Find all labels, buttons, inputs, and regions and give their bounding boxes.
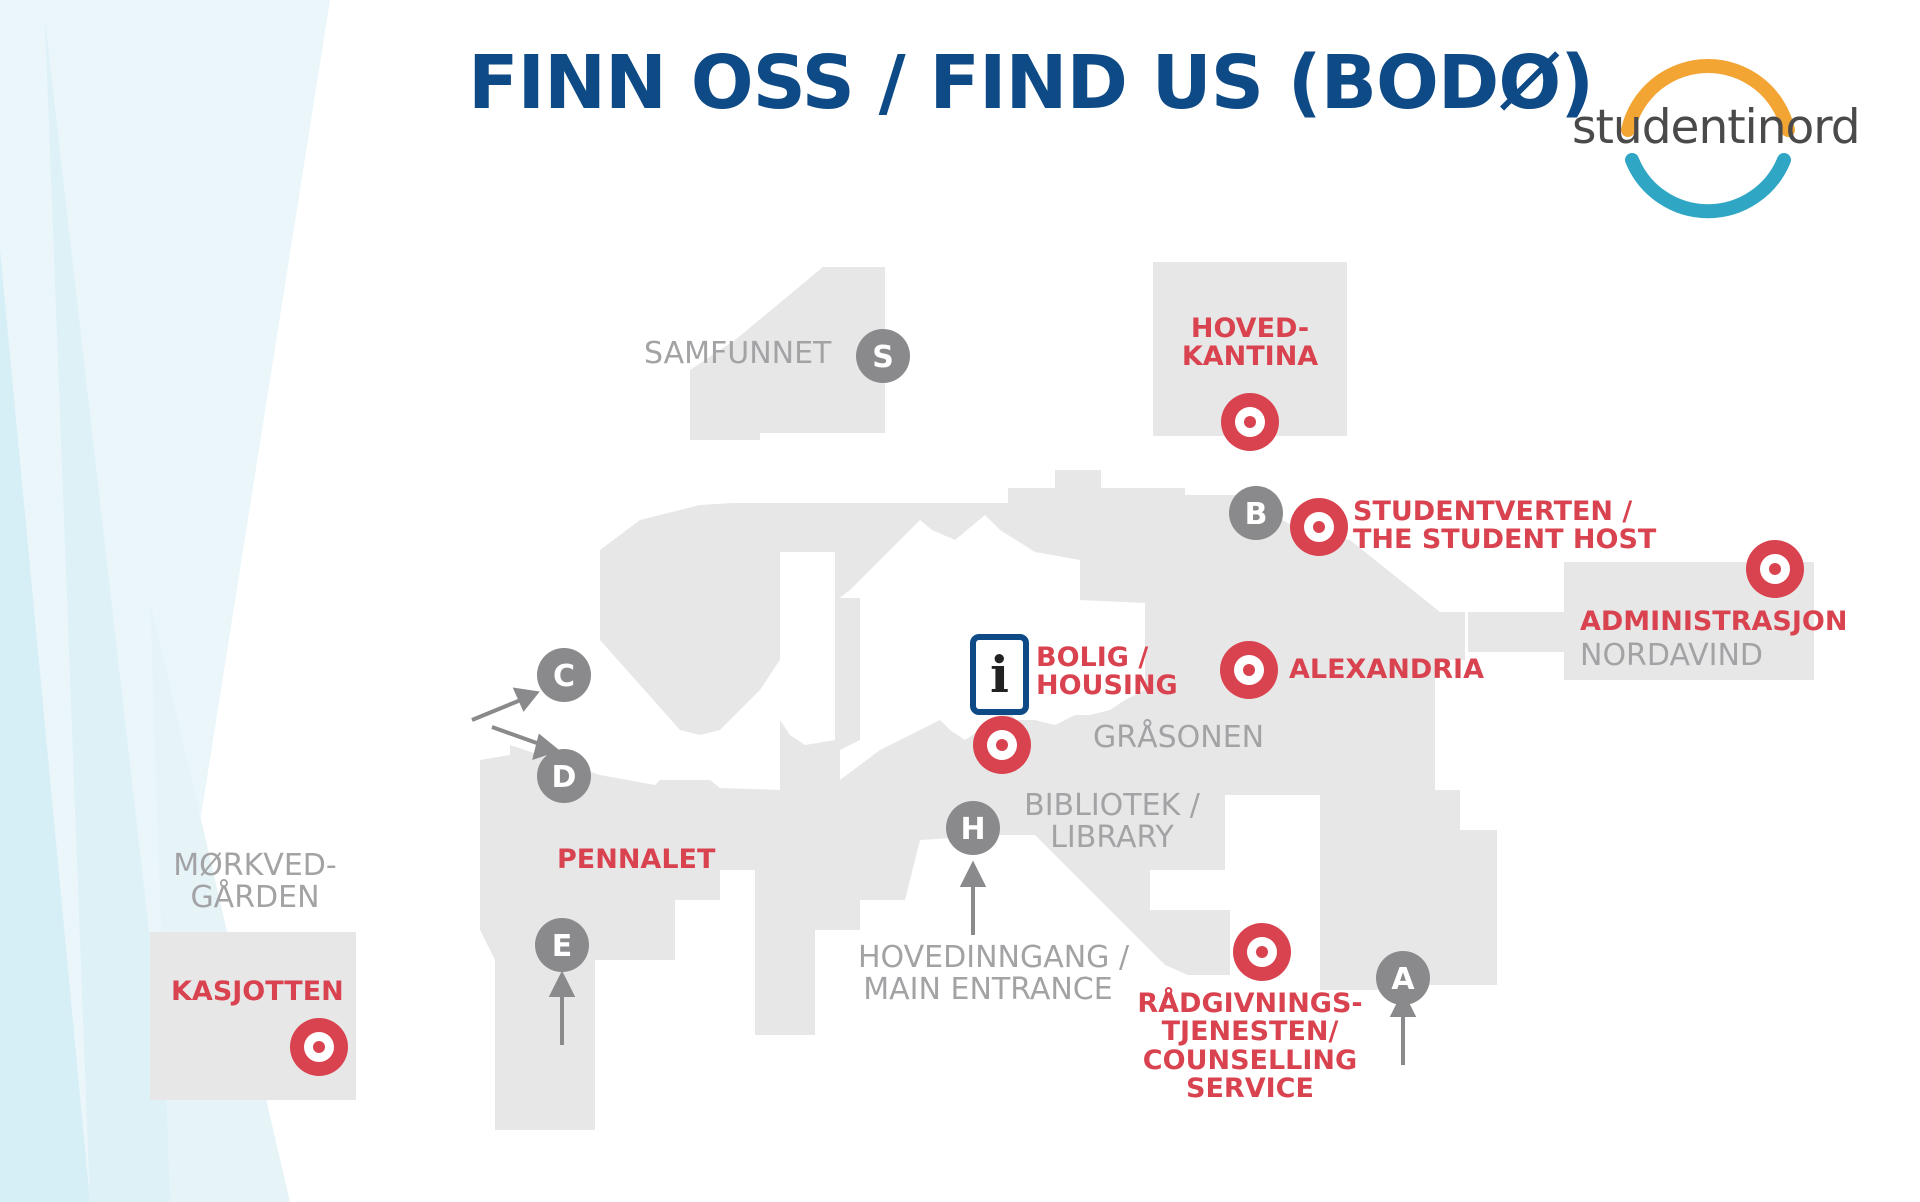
marker-letter: H bbox=[960, 812, 985, 847]
label-nordavind: NORDAVIND bbox=[1580, 638, 1763, 673]
marker-e bbox=[535, 918, 589, 972]
marker-letter: D bbox=[552, 760, 577, 795]
logo-text: studentinord bbox=[1572, 100, 1861, 155]
entrance-arrows bbox=[471, 687, 1417, 1065]
marker-letter: B bbox=[1245, 497, 1268, 532]
studentinord-logo bbox=[1621, 59, 1795, 219]
label-alexandria: ALEXANDRIA bbox=[1289, 654, 1484, 685]
marker-letter: A bbox=[1391, 962, 1415, 997]
svg-text:i: i bbox=[990, 645, 1009, 704]
label-grasonen: GRÅSONEN bbox=[1093, 720, 1265, 755]
label-radgivning: RÅDGIVNINGS- TJENESTEN/ COUNSELLING SERV… bbox=[1137, 988, 1363, 1105]
label-kasjotten: KASJOTTEN bbox=[171, 976, 344, 1007]
campus-buildings bbox=[150, 262, 1814, 1130]
marker-c bbox=[537, 648, 591, 702]
target-pin-icon bbox=[1746, 540, 1804, 598]
label-studentverten: STUDENTVERTEN / THE STUDENT HOST bbox=[1353, 496, 1657, 556]
marker-s bbox=[856, 329, 910, 383]
marker-letter: S bbox=[872, 340, 894, 375]
label-bibliotek: BIBLIOTEK / LIBRARY bbox=[1024, 788, 1200, 855]
target-pin-icon bbox=[973, 716, 1031, 774]
marker-b bbox=[1229, 486, 1283, 540]
label-hovedkantina: HOVED- KANTINA bbox=[1181, 313, 1319, 373]
entrance-markers bbox=[535, 329, 1430, 1005]
label-bolig: BOLIG / HOUSING bbox=[1036, 642, 1178, 702]
building-main-complex bbox=[480, 470, 1497, 1130]
courtyard bbox=[780, 552, 835, 745]
marker-letter: C bbox=[553, 659, 575, 694]
target-pin-icon bbox=[1290, 498, 1348, 556]
marker-letter: E bbox=[552, 929, 573, 964]
page-title: FINN OSS / FIND US (BODØ) bbox=[468, 40, 1594, 126]
marker-a bbox=[1376, 951, 1430, 1005]
marker-h bbox=[946, 801, 1000, 855]
target-pin-icon bbox=[290, 1018, 348, 1076]
label-pennalet: PENNALET bbox=[557, 844, 716, 875]
building-samfunnet bbox=[690, 267, 885, 440]
label-samfunnet: SAMFUNNET bbox=[644, 336, 832, 371]
target-pin-icon bbox=[1221, 393, 1279, 451]
label-administrasjon: ADMINISTRASJON bbox=[1580, 606, 1848, 637]
target-pin-icon bbox=[1220, 641, 1278, 699]
label-hovedinngang: HOVEDINNGANG / MAIN ENTRANCE bbox=[858, 940, 1130, 1007]
connector-nordavind bbox=[1468, 612, 1568, 652]
target-pin-icon bbox=[1233, 923, 1291, 981]
info-icon: i bbox=[970, 634, 1029, 715]
marker-d bbox=[537, 749, 591, 803]
label-morkvedgarden: MØRKVED- GÅRDEN bbox=[173, 848, 337, 915]
